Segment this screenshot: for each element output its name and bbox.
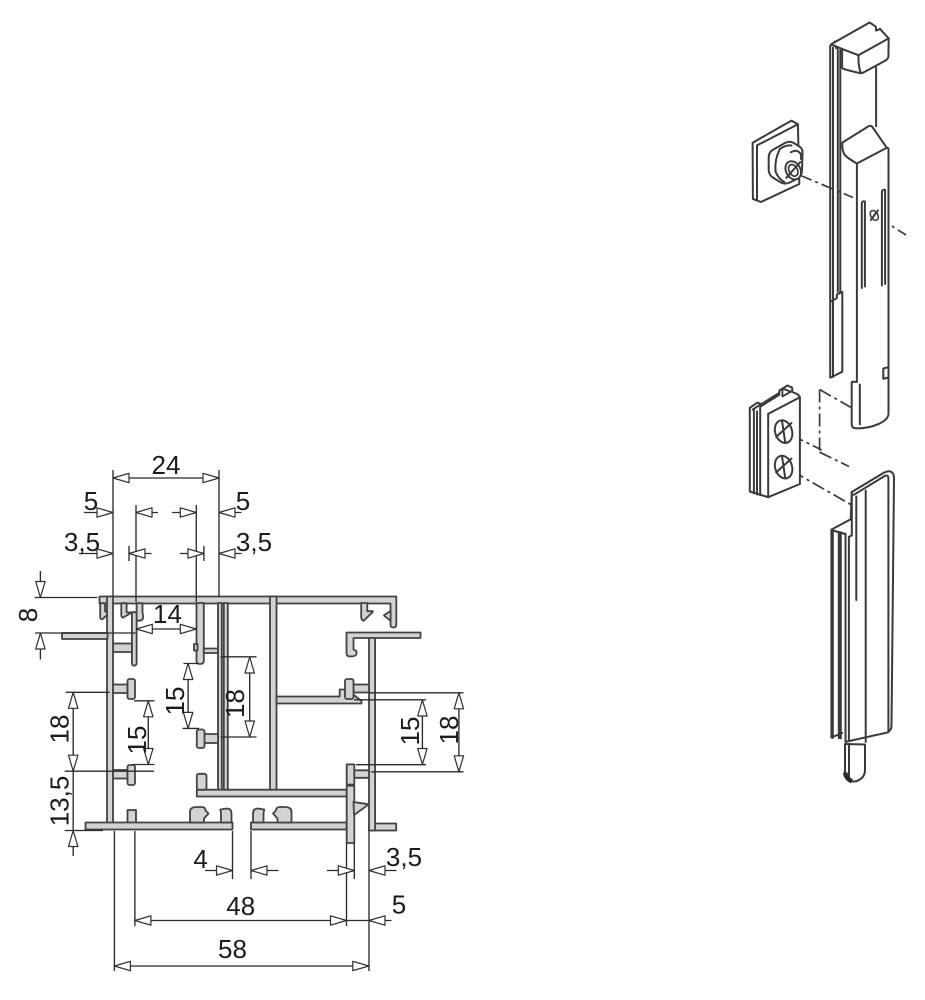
svg-text:18: 18 xyxy=(434,716,464,745)
svg-text:48: 48 xyxy=(226,891,255,921)
svg-text:58: 58 xyxy=(218,934,247,964)
svg-text:3,5: 3,5 xyxy=(236,527,272,557)
svg-text:15: 15 xyxy=(160,687,190,716)
svg-text:18: 18 xyxy=(45,715,75,744)
svg-text:15: 15 xyxy=(122,726,152,755)
svg-text:5: 5 xyxy=(392,890,406,920)
svg-text:14: 14 xyxy=(153,599,182,629)
svg-text:3,5: 3,5 xyxy=(64,527,100,557)
svg-text:5: 5 xyxy=(84,486,98,516)
svg-text:3,5: 3,5 xyxy=(386,842,422,872)
svg-text:13,5: 13,5 xyxy=(45,776,75,827)
svg-text:8: 8 xyxy=(13,608,43,622)
svg-text:15: 15 xyxy=(395,717,425,746)
svg-text:5: 5 xyxy=(236,486,250,516)
svg-text:24: 24 xyxy=(152,450,181,480)
svg-text:4: 4 xyxy=(193,844,207,874)
svg-text:18: 18 xyxy=(220,689,250,718)
